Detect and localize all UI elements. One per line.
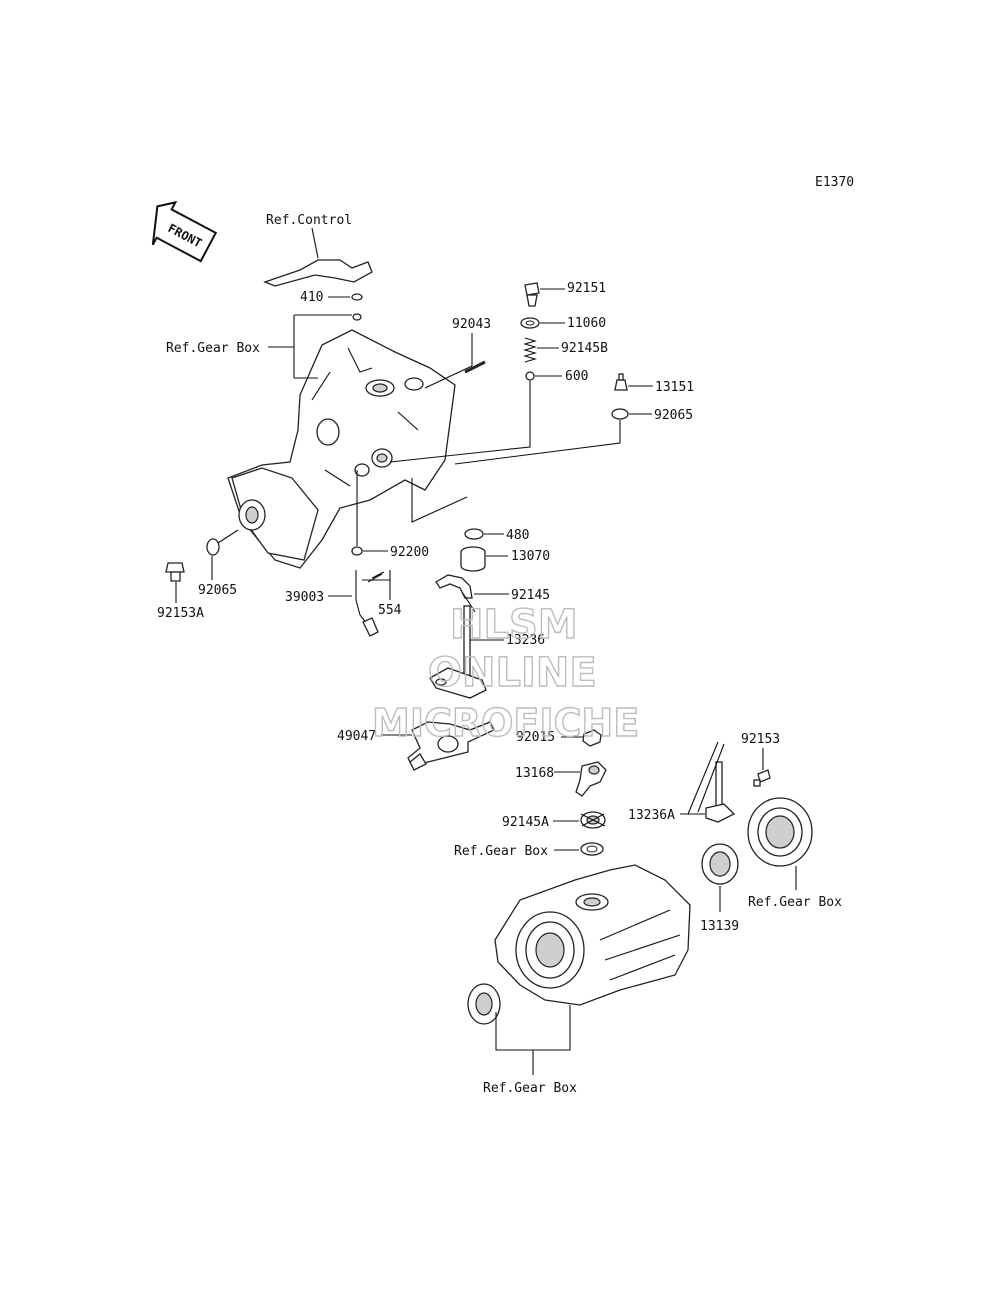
part-92015 <box>582 729 602 747</box>
label-410: 410 <box>300 290 323 305</box>
part-13168 <box>575 761 607 797</box>
label-480: 480 <box>506 528 529 543</box>
label-13236: 13236 <box>506 633 545 648</box>
part-410 <box>351 293 363 301</box>
part-92200 <box>351 546 363 556</box>
label-92015: 92015 <box>516 730 555 745</box>
label-92065: 92065 <box>654 408 693 423</box>
watermark-line-3: MICROFICHE <box>372 701 639 745</box>
label-92145: 92145 <box>511 588 550 603</box>
label-92065-left: 92065 <box>198 583 237 598</box>
part-13151 <box>614 373 628 391</box>
watermark-line-2: ONLINE <box>428 650 597 696</box>
part-92153 <box>753 769 771 787</box>
part-554 <box>367 571 385 583</box>
label-92153: 92153 <box>741 732 780 747</box>
label-ref-gear-box-3: Ref.Gear Box <box>748 895 842 910</box>
part-92145 <box>435 574 476 613</box>
label-39003: 39003 <box>285 590 324 605</box>
watermark-line-1: HLSM <box>450 602 578 648</box>
label-49047: 49047 <box>337 729 376 744</box>
part-92065-left <box>206 538 220 556</box>
part-600 <box>525 371 535 381</box>
label-11060: 11060 <box>567 316 606 331</box>
part-13236A <box>705 761 736 823</box>
label-ref-gear-box-4: Ref.Gear Box <box>483 1081 577 1096</box>
lower-gear-box-housing <box>494 864 691 1006</box>
part-ref-gear-box-seal-bottom <box>467 983 501 1025</box>
label-13151: 13151 <box>655 380 694 395</box>
part-92151 <box>524 282 540 307</box>
label-600: 600 <box>565 369 588 384</box>
label-92145B: 92145B <box>561 341 608 356</box>
part-13070 <box>460 546 486 572</box>
part-92145B <box>523 337 537 363</box>
part-92043 <box>464 360 486 374</box>
part-92065 <box>611 408 629 420</box>
label-13236A: 13236A <box>628 808 675 823</box>
part-washer-top <box>352 313 362 321</box>
label-ref-control: Ref.Control <box>266 213 352 228</box>
front-arrow-icon: FRONT <box>151 200 218 263</box>
part-49047 <box>407 721 495 771</box>
label-92145A: 92145A <box>502 815 549 830</box>
label-92043: 92043 <box>452 317 491 332</box>
upper-gear-box-housing <box>227 329 456 569</box>
label-ref-gear-box-2: Ref.Gear Box <box>454 844 548 859</box>
label-ref-gear-box-1: Ref.Gear Box <box>166 341 260 356</box>
label-13168: 13168 <box>515 766 554 781</box>
watermark: HLSM ONLINE MICROFICHE <box>371 601 640 745</box>
part-480 <box>464 528 484 540</box>
label-554: 554 <box>378 603 402 618</box>
ref-control-bracket <box>263 259 373 287</box>
diagram-code: E1370 <box>815 175 854 190</box>
part-39003 <box>355 570 379 637</box>
part-92153A <box>165 562 185 582</box>
part-ref-gear-box-bearing <box>747 797 813 867</box>
label-92200: 92200 <box>390 545 429 560</box>
label-13139: 13139 <box>700 919 739 934</box>
part-13236 <box>429 605 487 699</box>
label-92153A: 92153A <box>157 606 204 621</box>
part-13139 <box>701 843 739 885</box>
label-13070: 13070 <box>511 549 550 564</box>
part-92145A <box>580 811 606 829</box>
label-92151: 92151 <box>567 281 606 296</box>
